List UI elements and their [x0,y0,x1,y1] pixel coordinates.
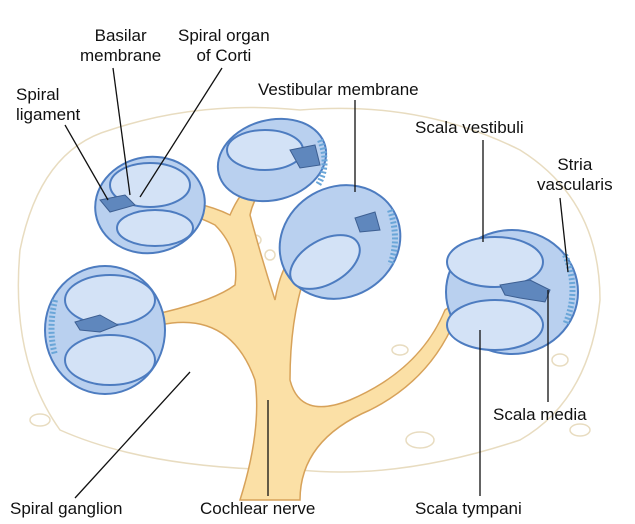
cochlear-turns [44,117,579,395]
label-vestibular-membrane: Vestibular membrane [258,80,419,99]
label-line: Stria [557,155,593,174]
label-scala-tympani: Scala tympani [415,499,522,518]
label-line: Spiral organ [178,26,270,45]
label-line: vascularis [537,175,613,194]
organ-of-corti [74,144,551,333]
label-scala-media: Scala media [493,405,587,424]
label-line: ligament [16,105,81,124]
label-line: Basilar [94,26,147,45]
label-line: of Corti [196,46,252,65]
label-line: membrane [80,46,162,65]
turn-upper-left [94,155,206,255]
turn-top [216,117,328,203]
label-line: Spiral [16,85,60,104]
label-scala-vestibuli: Scala vestibuli [415,118,524,137]
label-spiral-ganglion: Spiral ganglion [10,499,123,518]
leader-lines [64,67,569,499]
stria-vascularis [48,138,576,356]
label-cochlear-nerve: Cochlear nerve [200,499,316,518]
